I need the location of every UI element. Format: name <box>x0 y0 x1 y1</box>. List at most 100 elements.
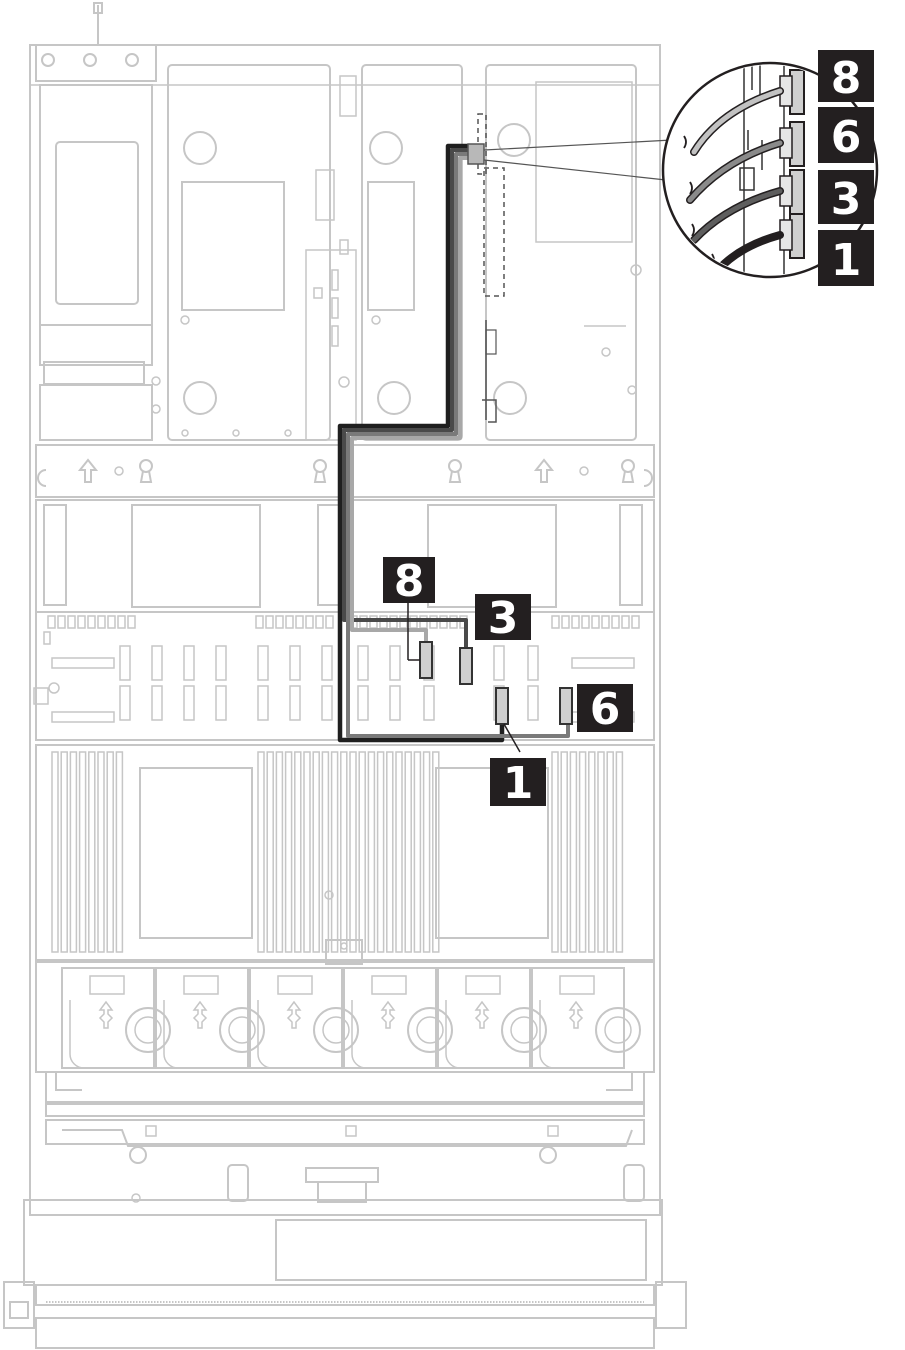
pin-header <box>127 615 136 629</box>
pin-header <box>621 615 630 629</box>
mcio-slot <box>389 685 401 721</box>
mcio-connector-1 <box>495 687 509 725</box>
pin-header <box>47 615 56 629</box>
dimm-slot <box>340 751 348 953</box>
keyhole-icon <box>313 459 327 483</box>
board-callout-8: 8 <box>383 556 435 607</box>
zoom-leader-bottom <box>483 159 667 181</box>
mcio-slot <box>357 685 369 721</box>
mcio-slot <box>321 685 333 721</box>
dimm-slot <box>266 751 274 953</box>
dimm-slot <box>349 751 357 953</box>
zoom-callout-3-text: 3 <box>831 174 862 225</box>
chassis-outline <box>29 44 661 1216</box>
fan-modules <box>35 961 655 1073</box>
zoom-cable-8 <box>691 88 783 155</box>
zoom-connector-6 <box>779 121 805 167</box>
mcio-slot <box>151 645 163 681</box>
dimm-slot <box>69 751 78 953</box>
dimm-slot <box>106 751 114 953</box>
dimm-slot <box>51 751 59 953</box>
dimm-slot <box>569 751 578 953</box>
pin-header <box>631 615 640 629</box>
dimm-slot <box>321 751 330 953</box>
dimm-slot <box>376 751 385 953</box>
mcio-slot <box>527 685 539 721</box>
cable-3 <box>342 148 470 650</box>
up-arrow-icon <box>77 458 99 483</box>
dimm-slot <box>551 751 559 953</box>
fan-airflow-icon <box>380 1000 396 1029</box>
pin-header <box>295 615 304 629</box>
memory-dimm-area <box>35 744 655 965</box>
fan-module <box>531 967 641 1069</box>
pin-header <box>97 615 106 629</box>
cable-bundle <box>337 143 573 753</box>
fan-module <box>155 967 265 1069</box>
dimm-slot <box>422 751 431 953</box>
pin-header <box>77 615 86 629</box>
pin-header <box>275 615 284 629</box>
dimm-slot <box>60 751 68 953</box>
front-bays <box>3 1071 687 1349</box>
board-callout-6: 6 <box>577 684 633 735</box>
riser-slot-dashed-outline <box>477 113 505 423</box>
mcio-slot <box>183 645 195 681</box>
keyhole-icon <box>448 459 462 483</box>
zoom-leader-top <box>483 139 673 151</box>
mcio-slot <box>493 645 505 681</box>
dimm-slot <box>386 751 394 953</box>
dimm-slot <box>578 751 587 953</box>
fan-module <box>61 967 171 1069</box>
board-callout-8-text: 8 <box>394 556 425 607</box>
dimm-slot <box>367 751 376 953</box>
dimm-slot <box>275 751 284 953</box>
mcio-slot <box>389 645 401 681</box>
mcio-slot <box>257 645 269 681</box>
zoom-detail: 8 6 3 1 <box>483 50 879 286</box>
mcio-slot <box>183 685 195 721</box>
zoom-callout-8: 8 <box>818 50 874 104</box>
dimm-slot <box>432 751 440 953</box>
board-callout-3: 3 <box>475 593 531 644</box>
cable-6 <box>346 152 570 738</box>
board-callout-1-text: 1 <box>503 758 534 809</box>
mcio-slot <box>257 685 269 721</box>
pin-header <box>561 615 570 629</box>
zoom-callout-6: 6 <box>818 107 874 163</box>
zoom-callout-1-text: 1 <box>831 235 862 286</box>
pin-header <box>305 615 314 629</box>
pin-header <box>571 615 580 629</box>
dimm-slot <box>615 751 624 953</box>
mcio-connector-3 <box>459 647 473 685</box>
pin-header <box>551 615 560 629</box>
mcio-slot <box>423 685 435 721</box>
dimm-slot <box>588 751 596 953</box>
pin-header <box>325 615 334 629</box>
mcio-slot <box>119 645 131 681</box>
dimm-slot <box>560 751 568 953</box>
mcio-slot <box>151 685 163 721</box>
zoom-callout-8-text: 8 <box>831 53 862 104</box>
zoom-connector-1 <box>779 213 805 259</box>
mcio-connector-6 <box>559 687 573 725</box>
pin-header <box>601 615 610 629</box>
board-callout-3-text: 3 <box>488 593 519 644</box>
mcio-slot <box>215 685 227 721</box>
system-board-center-headers <box>305 75 357 441</box>
mcio-slot <box>321 645 333 681</box>
fan-airflow-icon <box>568 1000 584 1029</box>
cable-1 <box>337 143 505 743</box>
dimm-slot <box>413 751 422 953</box>
pin-header <box>315 615 324 629</box>
fan-airflow-icon <box>98 1000 114 1029</box>
pin-header <box>107 615 116 629</box>
fan-airflow-icon <box>474 1000 490 1029</box>
pin-header <box>285 615 294 629</box>
pin-header <box>255 615 264 629</box>
fan-airflow-icon <box>192 1000 208 1029</box>
dimm-slot <box>303 751 311 953</box>
dimm-slot <box>358 751 366 953</box>
mcio-connector-8 <box>419 641 433 679</box>
